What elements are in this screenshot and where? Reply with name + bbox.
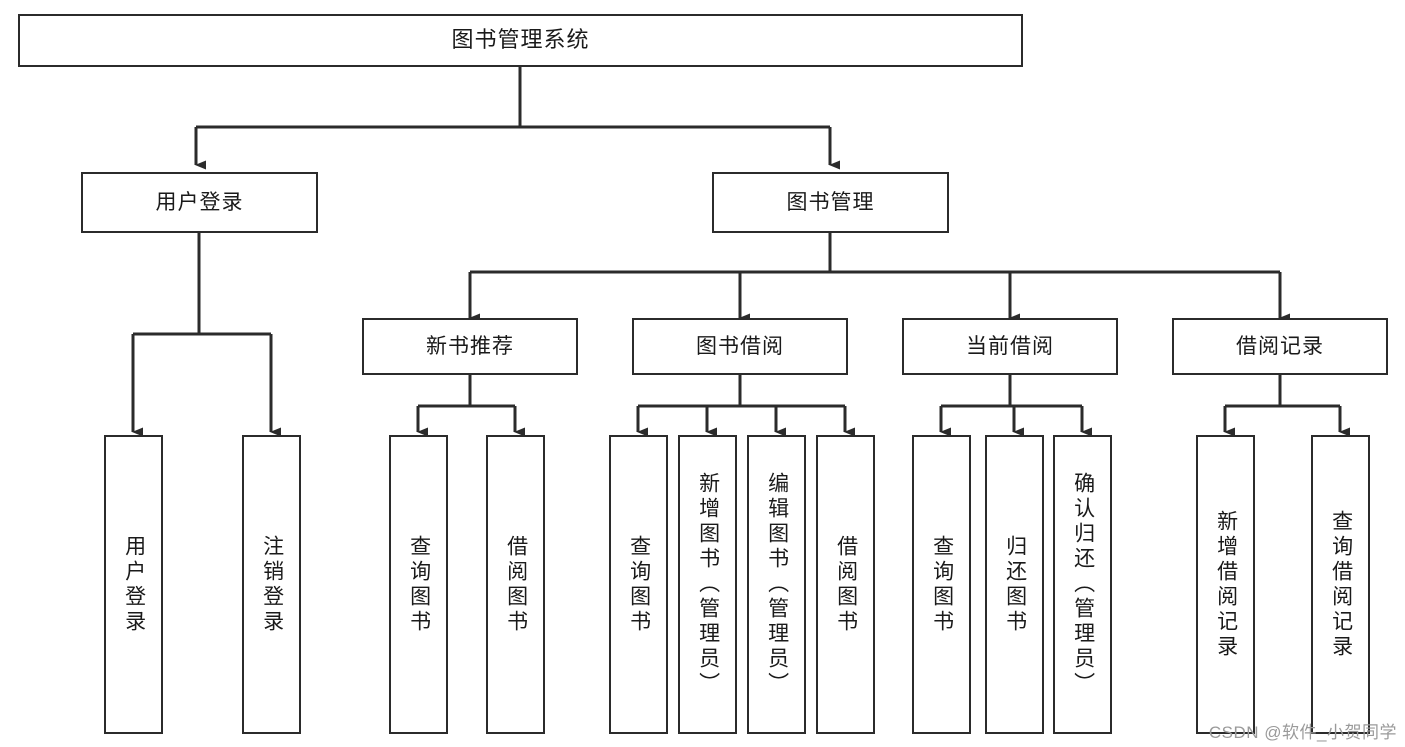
leaf-label: 注销登录 (260, 534, 284, 635)
leaf-label: 新增图书（管理员） (696, 472, 720, 697)
node-borrow-record-label: 借阅记录 (1236, 334, 1324, 358)
leaf-label: 查询图书 (930, 534, 954, 635)
node-current-borrow[interactable]: 当前借阅 (902, 318, 1118, 375)
leaf-current-query-book[interactable]: 查询图书 (912, 435, 971, 734)
leaf-label: 查询借阅记录 (1329, 509, 1353, 660)
node-root[interactable]: 图书管理系统 (18, 14, 1023, 67)
node-book-management-label: 图书管理 (786, 190, 875, 214)
node-current-borrow-label: 当前借阅 (966, 334, 1054, 358)
leaf-borrow-query-book[interactable]: 查询图书 (609, 435, 668, 734)
leaf-label: 用户登录 (122, 534, 146, 635)
leaf-label: 新增借阅记录 (1214, 509, 1238, 660)
leaf-new-book-query[interactable]: 查询图书 (389, 435, 448, 734)
leaf-label: 归还图书 (1003, 534, 1027, 635)
leaf-label: 查询图书 (407, 534, 431, 635)
node-new-book-recommend[interactable]: 新书推荐 (362, 318, 578, 375)
node-borrow-record[interactable]: 借阅记录 (1172, 318, 1388, 375)
node-book-borrow[interactable]: 图书借阅 (632, 318, 848, 375)
leaf-user-login-logout[interactable]: 注销登录 (242, 435, 301, 734)
leaf-label: 借阅图书 (834, 534, 858, 635)
watermark: CSDN @软件_小贺同学 (1208, 723, 1397, 742)
leaf-borrow-edit-book[interactable]: 编辑图书（管理员） (747, 435, 806, 734)
leaf-borrow-borrow-book[interactable]: 借阅图书 (816, 435, 875, 734)
node-root-label: 图书管理系统 (451, 27, 590, 53)
node-book-management[interactable]: 图书管理 (712, 172, 949, 233)
leaf-current-confirm-return[interactable]: 确认归还（管理员） (1053, 435, 1112, 734)
leaf-current-return-book[interactable]: 归还图书 (985, 435, 1044, 734)
leaf-borrow-add-book[interactable]: 新增图书（管理员） (678, 435, 737, 734)
leaf-label: 编辑图书（管理员） (765, 472, 789, 697)
leaf-user-login-login[interactable]: 用户登录 (104, 435, 163, 734)
leaf-label: 查询图书 (627, 534, 651, 635)
leaf-label: 确认归还（管理员） (1071, 472, 1095, 697)
leaf-label: 借阅图书 (504, 534, 528, 635)
node-new-book-recommend-label: 新书推荐 (426, 334, 514, 358)
node-book-borrow-label: 图书借阅 (696, 334, 784, 358)
leaf-record-query[interactable]: 查询借阅记录 (1311, 435, 1370, 734)
node-user-login[interactable]: 用户登录 (81, 172, 318, 233)
node-user-login-label: 用户登录 (155, 190, 244, 214)
leaf-new-book-borrow[interactable]: 借阅图书 (486, 435, 545, 734)
leaf-record-add[interactable]: 新增借阅记录 (1196, 435, 1255, 734)
